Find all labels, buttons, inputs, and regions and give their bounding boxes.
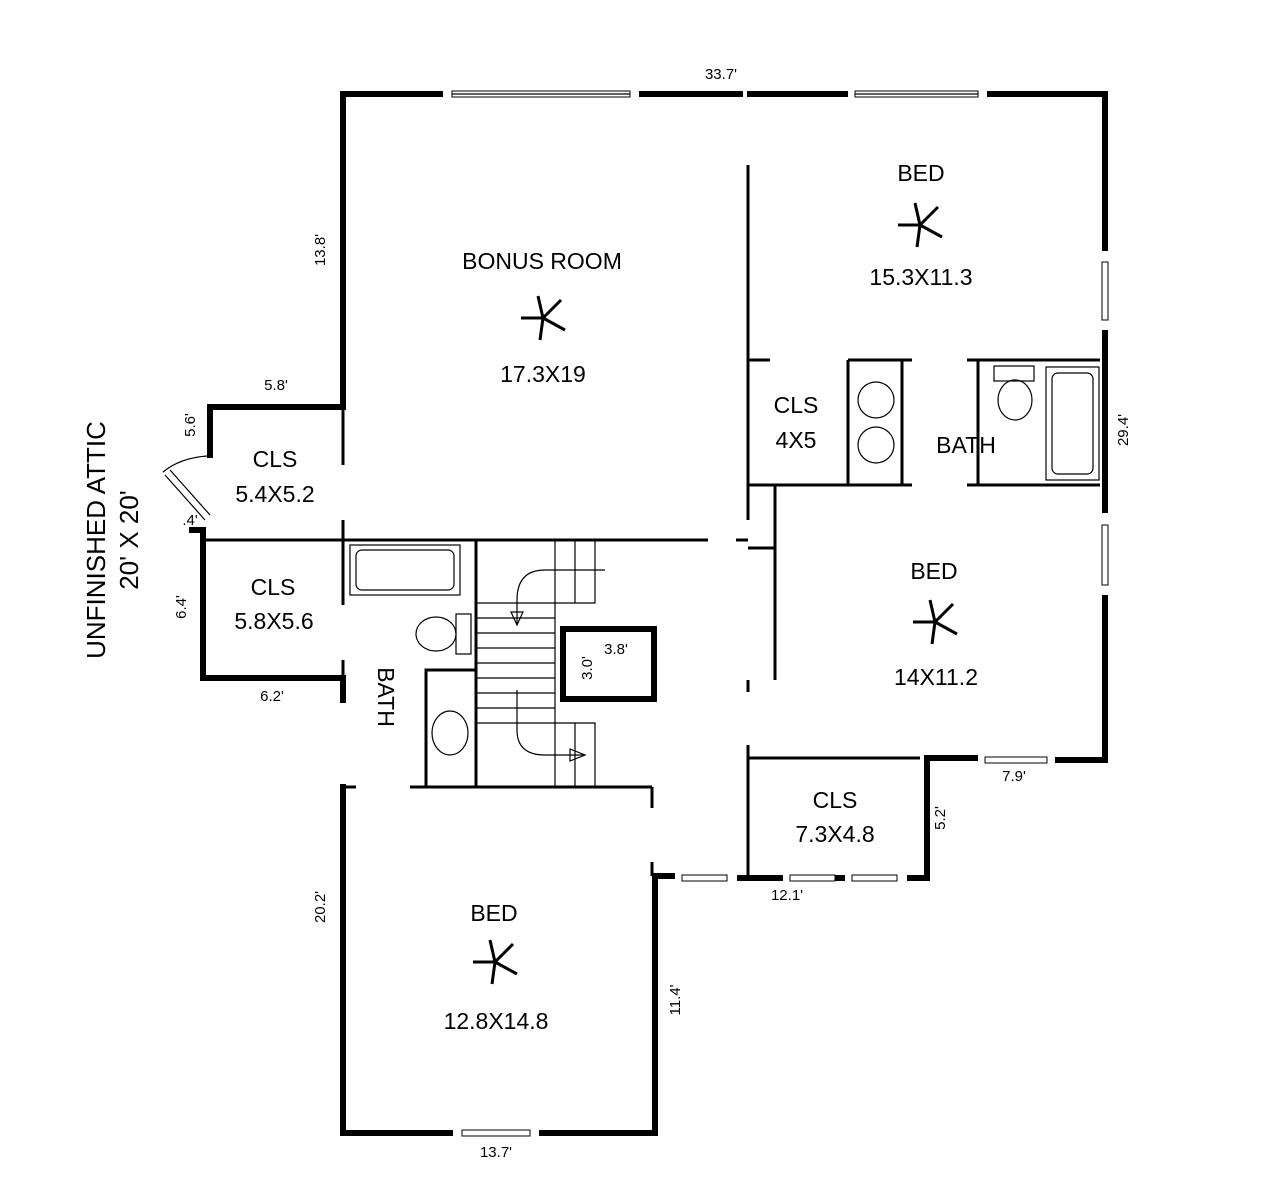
dimension: 5.2' <box>932 806 949 830</box>
room-name: CLS <box>774 392 819 418</box>
room-size: 4X5 <box>776 427 817 453</box>
room-name: CLS <box>251 574 296 600</box>
room-size: 7.3X4.8 <box>795 821 874 847</box>
room-name: BATH <box>936 432 996 458</box>
room-name: CLS <box>253 446 298 472</box>
dimension: 6.4' <box>173 595 190 619</box>
dimension: 5.8' <box>264 377 288 394</box>
room-name: BED <box>910 558 957 584</box>
ceiling-fan-icon <box>898 202 943 248</box>
ceiling-fan-icon <box>913 599 958 645</box>
staircase <box>476 539 605 787</box>
dimension: 29.4' <box>1115 414 1132 446</box>
dimension: 11.4' <box>667 984 684 1015</box>
room-name: BED <box>470 900 517 926</box>
attic-size: 20' X 20' <box>114 490 144 590</box>
dimension: 13.7' <box>480 1144 512 1161</box>
room-size: 12.8X14.8 <box>444 1008 549 1034</box>
fixtures <box>162 365 1100 756</box>
interior-walls <box>205 165 1100 878</box>
room-size: 17.3X19 <box>500 361 586 387</box>
room-size: 15.3X11.3 <box>869 264 972 290</box>
room-name: BATH <box>373 667 399 727</box>
windows <box>451 90 1109 1137</box>
room-name: BONUS ROOM <box>462 248 622 274</box>
dimension: .4' <box>182 512 198 529</box>
dimension: 7.9' <box>1002 768 1026 785</box>
dimension: 13.8' <box>312 234 329 266</box>
room-size: 5.8X5.6 <box>234 608 313 634</box>
attic-name: UNFINISHED ATTIC <box>81 421 111 659</box>
dimension: 6.2' <box>260 688 284 705</box>
dimension: 3.0' <box>579 656 596 680</box>
dimension: 3.8' <box>604 641 628 658</box>
dimension: 5.6' <box>182 413 199 437</box>
dimension: 12.1' <box>771 887 803 904</box>
ceiling-fan-icon <box>473 939 518 985</box>
room-name: BED <box>897 160 944 186</box>
exterior-walls <box>189 91 1108 1136</box>
room-size: 14X11.2 <box>894 664 978 690</box>
dimension: 33.7' <box>705 66 737 83</box>
dimension: 20.2' <box>312 891 329 923</box>
ceiling-fan-icon <box>521 295 566 341</box>
room-name: CLS <box>813 787 858 813</box>
room-size: 5.4X5.2 <box>235 481 314 507</box>
